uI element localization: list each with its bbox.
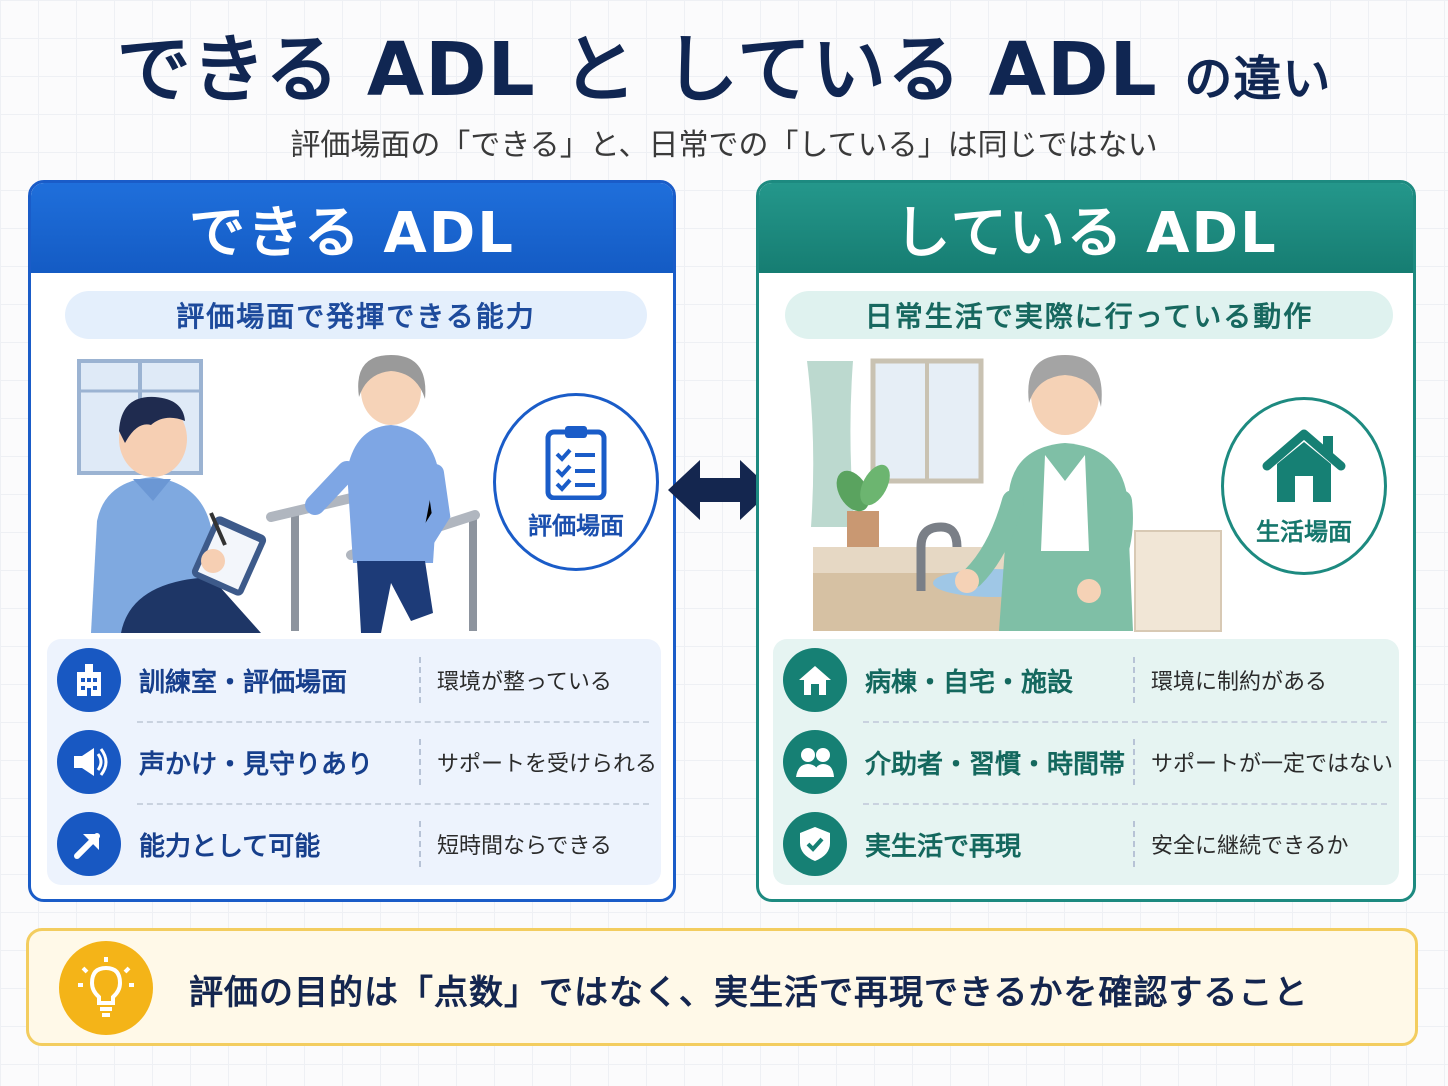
home-icon	[783, 648, 847, 712]
page-subtitle: 評価場面の「できる」と、日常での「している」は同じではない	[290, 128, 1158, 163]
clipboard-icon	[545, 425, 607, 500]
row-divider	[1133, 739, 1135, 785]
row-separator	[863, 721, 1387, 723]
row-separator	[863, 803, 1387, 805]
row-sub-label: サポートが一定ではない	[1151, 752, 1394, 777]
panel-title-dekiru: できる ADL	[31, 183, 673, 273]
title-main: できる ADL と している ADL	[116, 27, 1185, 113]
shield-check-icon	[783, 812, 847, 876]
row-sub-label: 環境に制約がある	[1151, 670, 1328, 695]
row-separator	[137, 721, 649, 723]
therapist-evaluation-illustration	[77, 355, 480, 633]
row-divider	[1133, 657, 1135, 703]
lightbulb-icon	[59, 941, 153, 1035]
double-arrow-icon	[668, 460, 772, 520]
badge-evaluation-scene: 評価場面	[493, 393, 659, 571]
row-main-label: 声かけ・見守りあり	[139, 749, 374, 780]
pill-dekiru: 評価場面で発揮できる能力	[65, 291, 647, 339]
shiteiru-feature-list: 病棟・自宅・施設 環境に制約がある 介助者・習慣・時間帯 サポートが一定ではない…	[773, 639, 1399, 885]
key-message-text: 評価の目的は「点数」ではなく、実生活で再現できるかを確認すること	[189, 973, 1309, 1013]
row-main-label: 病棟・自宅・施設	[865, 667, 1074, 698]
key-message-banner: 評価の目的は「点数」ではなく、実生活で再現できるかを確認すること	[26, 928, 1418, 1046]
badge-daily-life-scene: 生活場面	[1221, 397, 1387, 575]
row-sub-label: 安全に継続できるか	[1151, 834, 1349, 859]
title-suffix: の違い	[1184, 51, 1332, 107]
row-main-label: 介助者・習慣・時間帯	[865, 749, 1126, 780]
row-main-label: 実生活で再現	[865, 831, 1022, 862]
hospital-icon	[57, 648, 121, 712]
arrow-up-right-icon	[57, 812, 121, 876]
list-item: 介助者・習慣・時間帯 サポートが一定ではない	[773, 721, 1399, 803]
badge-label-evaluation: 評価場面	[528, 511, 624, 540]
page-title: できる ADL と している ADL の違い	[0, 26, 1448, 123]
list-item: 訓練室・評価場面 環境が整っている	[47, 639, 661, 721]
list-item: 能力として可能 短時間ならできる	[47, 803, 661, 885]
row-separator	[137, 803, 649, 805]
row-sub-label: 環境が整っている	[437, 670, 612, 695]
row-sub-label: サポートを受けられる	[437, 752, 658, 777]
row-sub-label: 短時間ならできる	[437, 834, 612, 859]
row-main-label: 能力として可能	[139, 831, 321, 862]
megaphone-icon	[57, 730, 121, 794]
list-item: 実生活で再現 安全に継続できるか	[773, 803, 1399, 885]
panel-dekiru-adl: できる ADL 評価場面で発揮できる能力	[28, 180, 676, 902]
panel-shiteiru-adl: している ADL 日常生活で実際に行っている動作	[756, 180, 1416, 902]
row-divider	[419, 739, 421, 785]
panel-title-shiteiru: している ADL	[759, 183, 1413, 273]
people-icon	[783, 730, 847, 794]
row-main-label: 訓練室・評価場面	[139, 667, 348, 698]
row-divider	[419, 821, 421, 867]
list-item: 病棟・自宅・施設 環境に制約がある	[773, 639, 1399, 721]
row-divider	[419, 657, 421, 703]
pill-shiteiru: 日常生活で実際に行っている動作	[785, 291, 1393, 339]
daily-life-kitchen-illustration	[807, 355, 1222, 632]
dekiru-feature-list: 訓練室・評価場面 環境が整っている 声かけ・見守りあり サポートを受けられる 能…	[47, 639, 661, 885]
house-icon	[1262, 429, 1346, 502]
list-item: 声かけ・見守りあり サポートを受けられる	[47, 721, 661, 803]
badge-label-daily-life: 生活場面	[1256, 517, 1352, 546]
row-divider	[1133, 821, 1135, 867]
